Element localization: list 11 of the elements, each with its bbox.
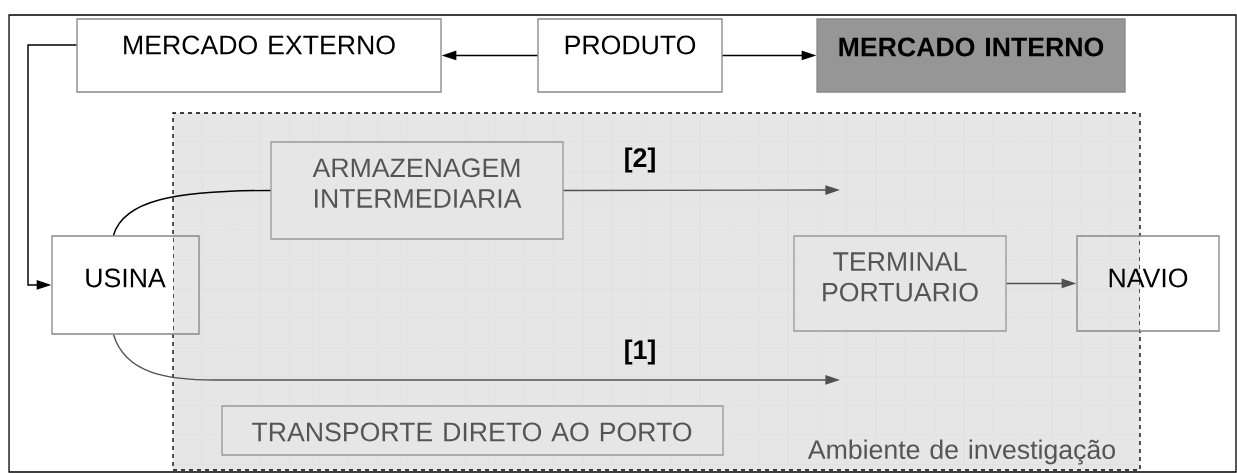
arrow [27,44,78,290]
edge-label: [1] [622,338,658,366]
edge-label: [2] [622,146,658,174]
process-box: TRANSPORTE DIRETO AO PORTO [221,405,724,456]
process-box: USINA [51,235,200,335]
process-box: TERMINAL PORTUARIO [793,235,1007,332]
process-box: MERCADO INTERNO [816,18,1126,93]
process-box: MERCADO EXTERNO [76,18,442,93]
process-box: PRODUTO [537,18,723,93]
process-box: NAVIO [1076,235,1220,332]
process-box: ARMAZENAGEM INTERMEDIARIA [270,141,564,240]
